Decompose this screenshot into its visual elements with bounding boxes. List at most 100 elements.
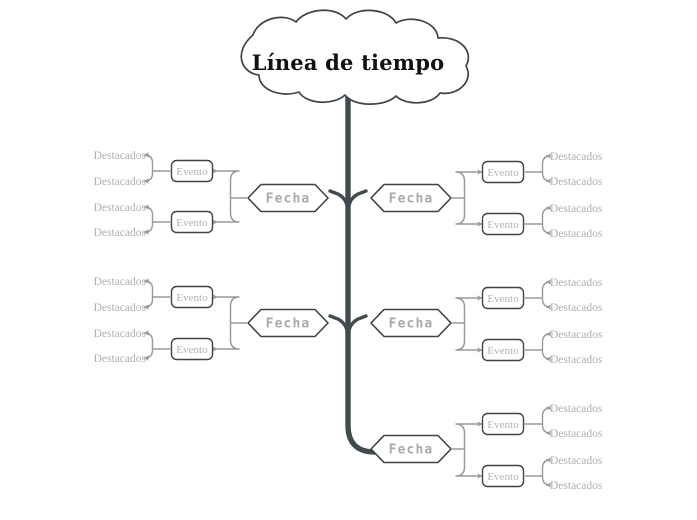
highlight-connector xyxy=(541,331,552,350)
highlight-connector xyxy=(541,205,552,224)
highlight-connector xyxy=(541,224,552,236)
event-node-label: Evento xyxy=(176,217,208,229)
highlight-label: Destacados xyxy=(550,480,603,492)
event-connector xyxy=(455,421,483,449)
event-node[interactable]: Evento xyxy=(481,412,525,436)
central-trunk xyxy=(328,93,384,455)
event-node-label: Evento xyxy=(176,292,208,304)
highlight-node[interactable]: Destacados xyxy=(550,480,603,492)
highlight-connector xyxy=(143,330,154,349)
highlight-node[interactable]: Destacados xyxy=(550,428,603,440)
highlight-node[interactable]: Destacados xyxy=(550,277,603,289)
highlight-connector xyxy=(143,171,154,184)
highlight-node[interactable]: Destacados xyxy=(94,276,147,288)
highlight-label: Destacados xyxy=(94,276,147,288)
event-node[interactable]: Evento xyxy=(170,285,214,309)
highlight-node[interactable]: Destacados xyxy=(94,176,147,188)
date-node-label: Fecha xyxy=(389,192,434,207)
highlight-connector xyxy=(143,278,154,297)
event-node[interactable]: Evento xyxy=(481,212,525,236)
highlight-label: Destacados xyxy=(550,151,603,163)
event-node-label: Evento xyxy=(487,419,519,431)
date-node[interactable]: Fecha xyxy=(247,183,329,213)
highlight-connector xyxy=(143,204,154,222)
event-node-label: Evento xyxy=(487,293,519,305)
highlight-node[interactable]: Destacados xyxy=(550,302,603,314)
highlight-node[interactable]: Destacados xyxy=(550,176,603,188)
highlight-label: Destacados xyxy=(550,354,603,366)
highlight-node[interactable]: Destacados xyxy=(550,228,603,240)
highlight-label: Destacados xyxy=(550,228,603,240)
cloud-shape xyxy=(240,9,470,105)
date-node-shape xyxy=(370,308,452,338)
event-connector xyxy=(212,168,240,198)
date-node-label: Fecha xyxy=(389,317,434,332)
event-node[interactable]: Evento xyxy=(170,210,214,234)
event-node[interactable]: Evento xyxy=(481,286,525,310)
branch-left-row2: FechaEventoDestacadosDestacadosEventoDes… xyxy=(94,276,329,365)
page-title: Línea de tiempo xyxy=(252,50,445,75)
highlight-connector xyxy=(541,153,552,172)
date-node[interactable]: Fecha xyxy=(370,183,452,213)
root-cloud-node[interactable]: Línea de tiempo xyxy=(240,9,470,105)
highlight-node[interactable]: Destacados xyxy=(94,328,147,340)
event-connector xyxy=(455,169,483,198)
event-node-label: Evento xyxy=(487,167,519,179)
event-node[interactable]: Evento xyxy=(481,464,525,488)
highlight-connector xyxy=(541,172,552,184)
highlight-label: Destacados xyxy=(94,176,147,188)
highlight-node[interactable]: Destacados xyxy=(94,302,147,314)
event-node[interactable]: Evento xyxy=(170,159,214,183)
branch-right-row1: FechaEventoDestacadosDestacadosEventoDes… xyxy=(370,151,603,240)
highlight-label: Destacados xyxy=(550,203,603,215)
highlight-label: Destacados xyxy=(550,176,603,188)
highlight-label: Destacados xyxy=(94,302,147,314)
highlight-node[interactable]: Destacados xyxy=(550,151,603,163)
date-node-label: Fecha xyxy=(266,192,311,207)
highlight-connector xyxy=(541,279,552,298)
date-node[interactable]: Fecha xyxy=(247,308,329,338)
date-node[interactable]: Fecha xyxy=(370,308,452,338)
event-connector xyxy=(455,449,483,479)
highlight-node[interactable]: Destacados xyxy=(94,353,147,365)
highlight-label: Destacados xyxy=(94,353,147,365)
event-connector xyxy=(455,295,483,323)
highlight-label: Destacados xyxy=(94,150,147,162)
branch-right-row3: FechaEventoDestacadosDestacadosEventoDes… xyxy=(370,403,603,492)
event-node-label: Evento xyxy=(487,219,519,231)
date-node[interactable]: Fecha xyxy=(370,434,452,464)
highlight-node[interactable]: Destacados xyxy=(94,202,147,214)
highlight-node[interactable]: Destacados xyxy=(550,203,603,215)
event-connector xyxy=(455,198,483,227)
highlight-node[interactable]: Destacados xyxy=(550,403,603,415)
date-node-shape xyxy=(370,183,452,213)
event-node-label: Evento xyxy=(176,344,208,356)
date-node-label: Fecha xyxy=(266,317,311,332)
event-node[interactable]: Evento xyxy=(481,338,525,362)
event-node-label: Evento xyxy=(487,345,519,357)
highlight-node[interactable]: Destacados xyxy=(550,329,603,341)
event-node[interactable]: Evento xyxy=(170,337,214,361)
highlight-label: Destacados xyxy=(550,403,603,415)
event-node-label: Evento xyxy=(176,166,208,178)
highlight-node[interactable]: Destacados xyxy=(550,354,603,366)
event-connector xyxy=(212,294,240,323)
highlight-label: Destacados xyxy=(550,329,603,341)
highlight-connector xyxy=(541,405,552,424)
highlight-node[interactable]: Destacados xyxy=(94,227,147,239)
date-node-shape xyxy=(370,434,452,464)
highlight-connector xyxy=(143,152,154,171)
highlight-connector xyxy=(143,297,154,310)
highlight-label: Destacados xyxy=(550,277,603,289)
highlight-connector xyxy=(143,222,154,235)
highlight-node[interactable]: Destacados xyxy=(94,150,147,162)
event-node[interactable]: Evento xyxy=(481,160,525,184)
highlight-connector xyxy=(541,298,552,310)
highlight-connector xyxy=(541,476,552,488)
highlight-label: Destacados xyxy=(94,328,147,340)
event-connector xyxy=(455,323,483,353)
branch-right-row2: FechaEventoDestacadosDestacadosEventoDes… xyxy=(370,277,603,366)
highlight-node[interactable]: Destacados xyxy=(550,455,603,467)
